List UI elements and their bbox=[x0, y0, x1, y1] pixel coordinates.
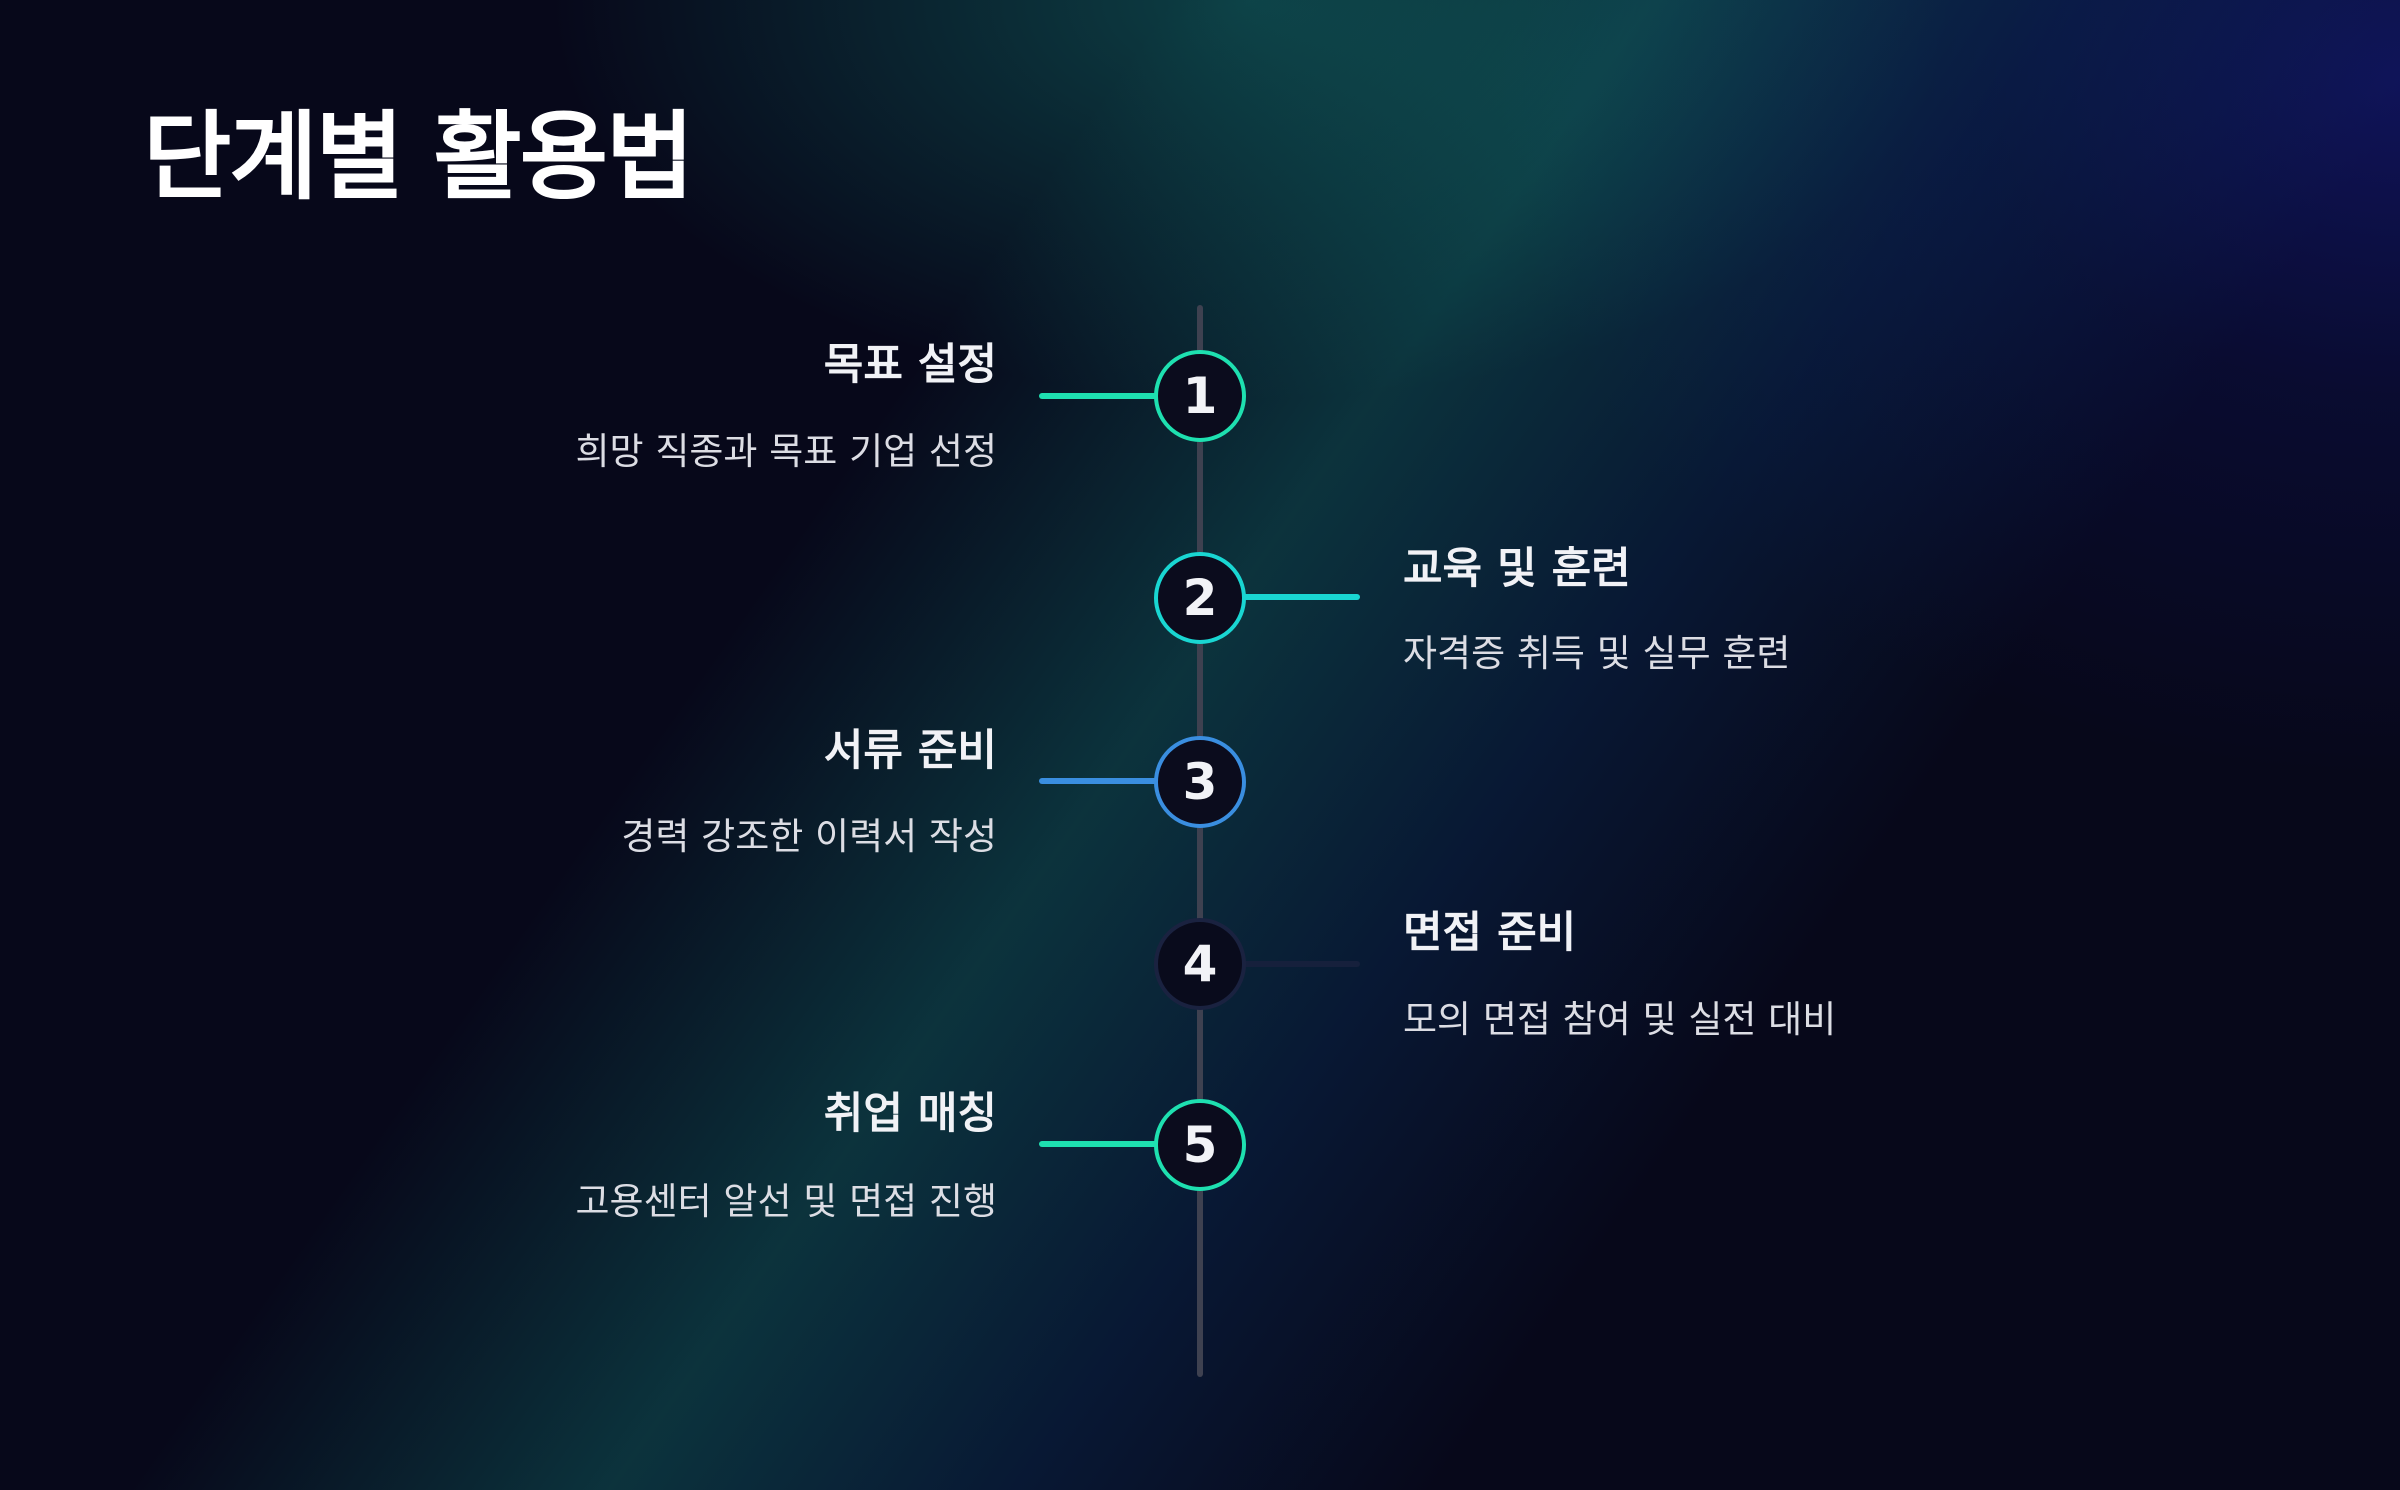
step-4-title: 면접 준비 bbox=[1403, 908, 1577, 958]
step-5-connector bbox=[1039, 1141, 1159, 1147]
step-2-number-badge: 2 bbox=[1154, 552, 1246, 644]
step-3-title: 서류 준비 bbox=[823, 726, 997, 776]
step-1-description: 희망 직종과 목표 기업 선정 bbox=[575, 430, 997, 473]
step-5-number-badge: 5 bbox=[1154, 1099, 1246, 1191]
step-3-description: 경력 강조한 이력서 작성 bbox=[621, 815, 997, 858]
step-1-number-badge: 1 bbox=[1154, 350, 1246, 442]
step-4-connector bbox=[1242, 961, 1360, 967]
step-1-title: 목표 설정 bbox=[823, 340, 997, 390]
step-2-connector bbox=[1242, 594, 1360, 600]
step-3-number-badge: 3 bbox=[1154, 736, 1246, 828]
step-5-title: 취업 매칭 bbox=[823, 1089, 997, 1139]
step-2-title: 교육 및 훈련 bbox=[1403, 544, 1631, 594]
step-1-connector bbox=[1039, 393, 1159, 399]
step-4-description: 모의 면접 참여 및 실전 대비 bbox=[1403, 998, 1837, 1041]
step-5-description: 고용센터 알선 및 면접 진행 bbox=[575, 1180, 997, 1223]
step-3-connector bbox=[1039, 778, 1159, 784]
step-4-number-badge: 4 bbox=[1154, 918, 1246, 1010]
page-title: 단계별 활용법 bbox=[143, 101, 694, 213]
timeline-axis bbox=[1197, 305, 1203, 1377]
step-2-description: 자격증 취득 및 실무 훈련 bbox=[1403, 632, 1791, 675]
